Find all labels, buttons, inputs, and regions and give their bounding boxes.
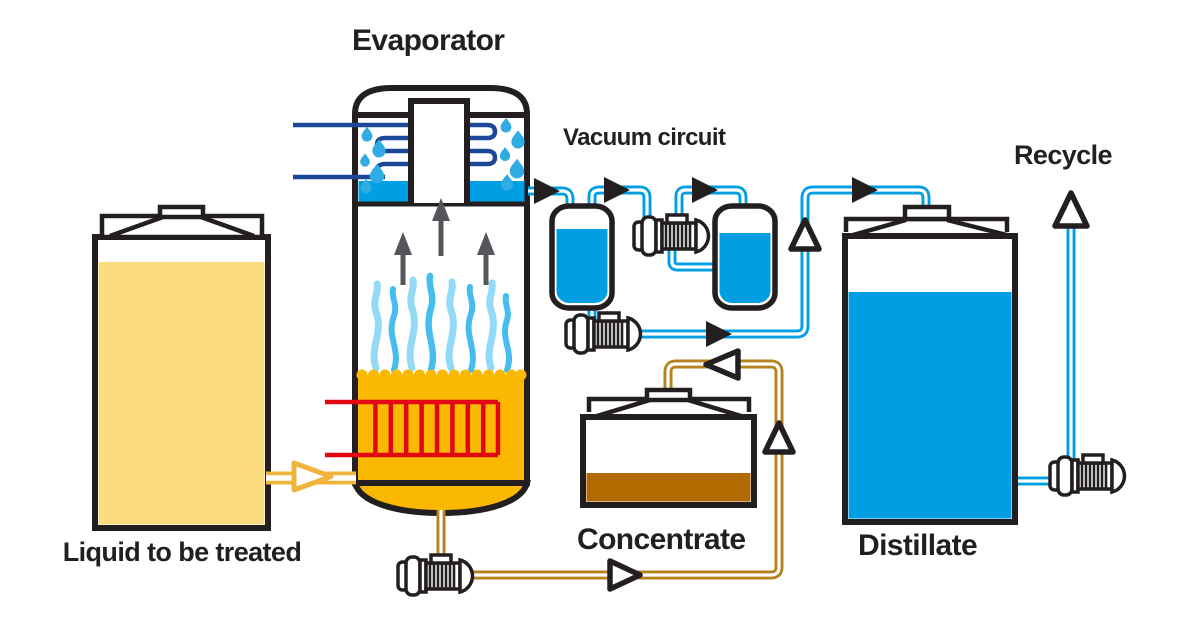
arrow-tank1-out xyxy=(604,177,630,203)
distillate-label: Distillate xyxy=(858,529,978,562)
arrow-condensate-line xyxy=(706,321,732,347)
steam-wisps xyxy=(370,272,512,374)
evaporator-label: Evaporator xyxy=(352,24,505,57)
vacuum-tank-2 xyxy=(712,203,778,311)
arrow-up-concentrate xyxy=(762,420,796,455)
evaporator-bottom xyxy=(351,480,531,517)
distillate-liquid xyxy=(848,292,1012,519)
vapor-duct xyxy=(408,98,470,205)
recycle-label: Recycle xyxy=(1014,140,1112,170)
vapor-arrows xyxy=(394,198,495,285)
vacuum-pump xyxy=(632,213,711,257)
vacuum-tank-1-liquid xyxy=(556,229,608,303)
vacuum-tank-1 xyxy=(549,203,615,311)
feed-tank xyxy=(92,204,271,531)
concentrate-liquid xyxy=(586,473,751,502)
arrow-evaporator-out xyxy=(534,178,560,204)
heating-coil xyxy=(325,399,501,458)
concentrate-pump xyxy=(396,553,475,597)
concentrate-label: Concentrate xyxy=(577,523,746,556)
liquid-surface-scallops xyxy=(356,369,527,381)
concentrate-tank xyxy=(580,387,757,508)
distillate-tank xyxy=(842,204,1018,525)
evaporator-vessel xyxy=(293,85,531,517)
condensate-pump xyxy=(564,311,643,355)
evaporator-liquid xyxy=(356,369,527,481)
vacuum-tank-2-liquid xyxy=(719,233,771,303)
vacuum-circuit-label: Vacuum circuit xyxy=(563,124,726,151)
arrow-left-concentrate xyxy=(703,348,741,381)
recycle-pump xyxy=(1048,453,1127,497)
arrow-feed xyxy=(291,460,334,493)
feed-tank-liquid xyxy=(98,262,265,525)
feed-tank-label: Liquid to be treated xyxy=(62,537,302,567)
arrow-pump-out xyxy=(692,177,718,203)
flow-arrows xyxy=(291,177,1090,592)
arrow-up-riser xyxy=(788,217,822,252)
arrow-up-recycle xyxy=(1052,190,1090,229)
arrow-to-distillate xyxy=(852,177,878,203)
arrow-right-concentrate xyxy=(607,558,643,592)
